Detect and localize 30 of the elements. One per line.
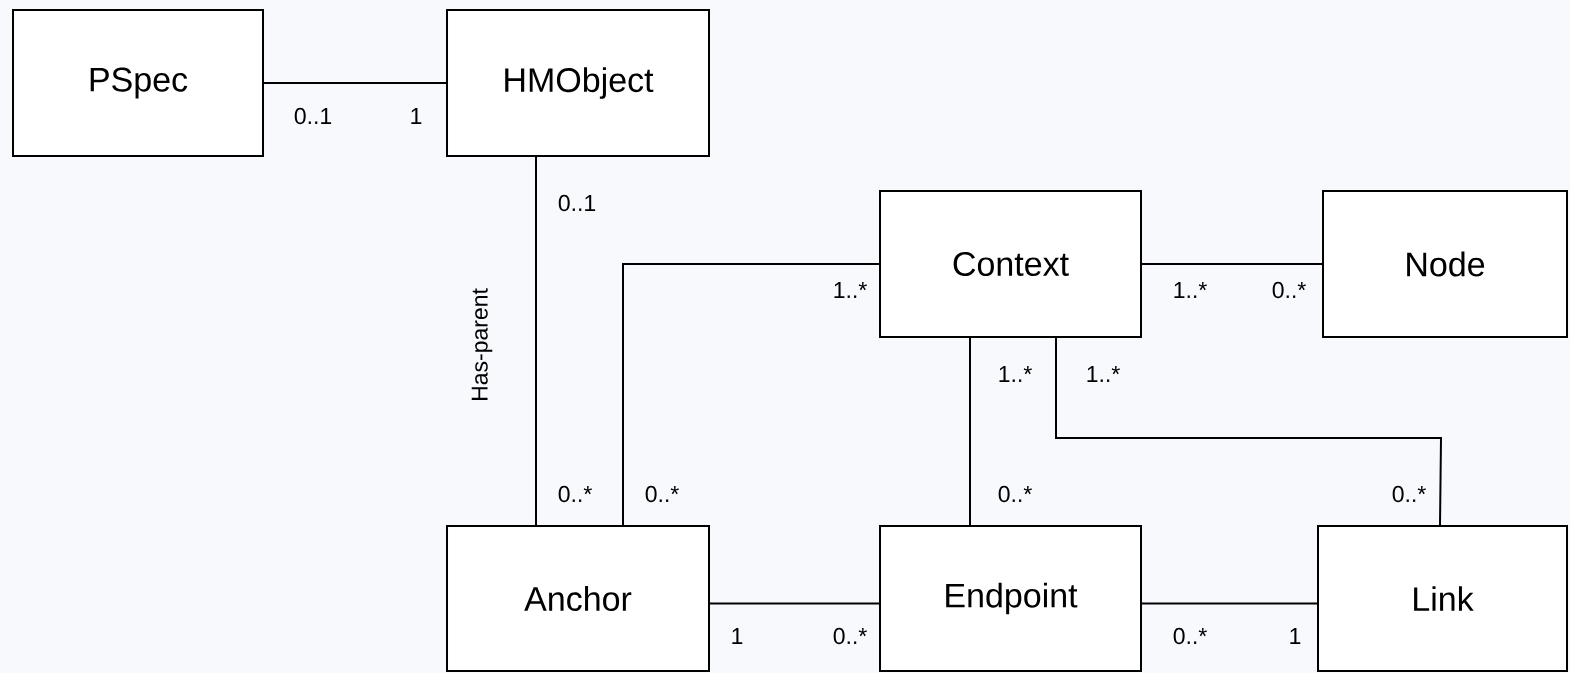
multiplicity-label: 1..* <box>999 366 1032 382</box>
association-line <box>263 82 447 84</box>
association-line <box>1055 337 1442 526</box>
multiplicity-label: 0..* <box>1173 627 1207 645</box>
multiplicity-label: 0..* <box>1392 485 1426 503</box>
association-line <box>1141 602 1318 605</box>
edge-label: Has-parent <box>471 288 493 400</box>
association-line <box>1141 263 1323 265</box>
class-box: Link <box>1317 525 1568 672</box>
multiplicity-label: 0..1 <box>558 194 596 212</box>
class-box: Context <box>879 190 1142 338</box>
multiplicity-label: 1..* <box>1087 366 1120 382</box>
association-line <box>622 263 880 526</box>
association-line <box>709 602 880 605</box>
class-box: Endpoint <box>879 525 1142 672</box>
association-line <box>969 337 971 526</box>
class-box: Node <box>1322 190 1568 338</box>
class-box: Anchor <box>446 525 710 672</box>
multiplicity-label: 1 <box>732 628 743 644</box>
class-box: HMObject <box>446 9 710 157</box>
multiplicity-label: 1..* <box>834 282 867 298</box>
multiplicity-label: 1..* <box>1174 282 1207 298</box>
multiplicity-label: 0..* <box>998 485 1032 503</box>
multiplicity-label: 0..* <box>1272 281 1306 299</box>
multiplicity-label: 0..* <box>645 485 679 503</box>
multiplicity-label: 0..1 <box>294 107 332 125</box>
multiplicity-label: 0..* <box>558 485 592 503</box>
association-line <box>535 156 537 526</box>
multiplicity-label: 1 <box>411 108 422 124</box>
class-box: PSpec <box>12 9 264 157</box>
